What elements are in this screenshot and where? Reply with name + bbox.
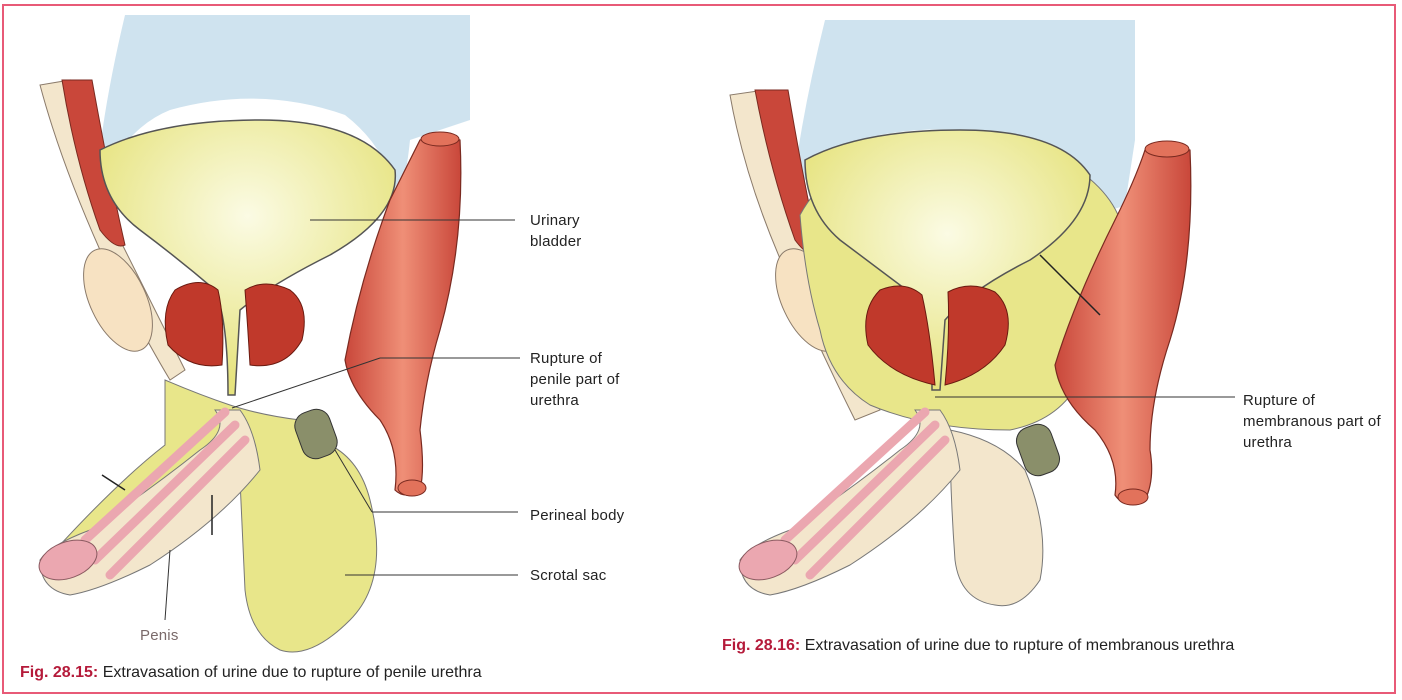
label-rupture-membranous: Rupture of membranous part of urethra	[1243, 390, 1383, 453]
vessel-opening-top-right	[1145, 141, 1189, 157]
label-scrotal-sac: Scrotal sac	[530, 565, 690, 586]
vessel-opening-bottom-right	[1118, 489, 1148, 505]
label-perineal-body: Perineal body	[530, 505, 690, 526]
caption-right: Fig. 28.16: Extravasation of urine due t…	[722, 635, 1387, 657]
caption-left: Fig. 28.15: Extravasation of urine due t…	[20, 662, 680, 684]
caption-left-number: Fig. 28.15:	[20, 664, 98, 681]
label-urinary-bladder: Urinary bladder	[530, 210, 610, 252]
caption-left-text: Extravasation of urine due to rupture of…	[103, 664, 482, 681]
label-rupture-penile: Rupture of penile part of urethra	[530, 348, 645, 411]
caption-right-number: Fig. 28.16:	[722, 637, 800, 654]
caption-right-text: Extravasation of urine due to rupture of…	[805, 637, 1235, 654]
label-penis: Penis	[140, 625, 179, 646]
